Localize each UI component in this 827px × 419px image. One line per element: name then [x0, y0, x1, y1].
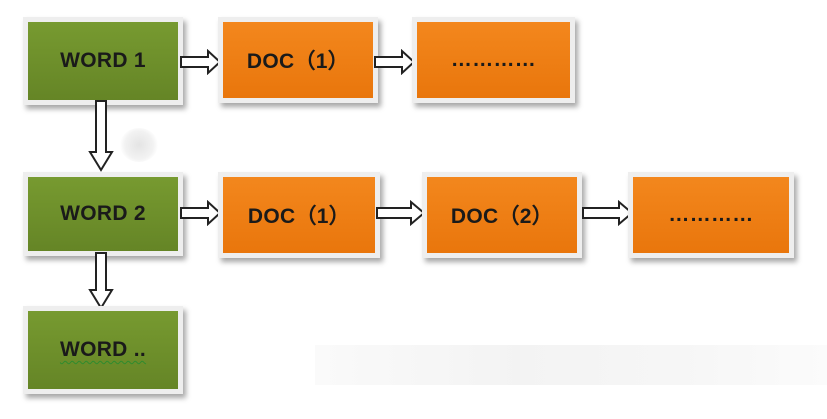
- doc-row2-1-label: DOC（1）: [247, 205, 351, 228]
- doc-box-row2-more: …………: [628, 172, 794, 258]
- arrow-right-icon: [180, 200, 222, 226]
- doc-row1-1-label: DOC（1）: [246, 50, 350, 73]
- arrow-down-icon: [88, 100, 114, 172]
- arrow-right-icon: [180, 49, 222, 75]
- background-smudge: [120, 128, 158, 162]
- word-box-more: WORD ..: [23, 306, 183, 394]
- doc-row2-more-label: …………: [668, 203, 754, 226]
- doc-box-row2-2: DOC（2）: [422, 172, 582, 258]
- doc-row1-more-label: …………: [450, 48, 537, 71]
- background-fade-band: [315, 345, 827, 385]
- doc-box-row2-1: DOC（1）: [218, 172, 380, 258]
- arrow-right-icon: [376, 200, 426, 226]
- doc-box-row1-1: DOC（1）: [218, 17, 378, 103]
- arrow-right-icon: [582, 200, 634, 226]
- word-1-label: WORD 1: [60, 49, 146, 72]
- word-2-label: WORD 2: [60, 202, 146, 225]
- arrow-right-icon: [374, 49, 416, 75]
- arrow-down-icon: [88, 252, 114, 310]
- doc-row2-2-label: DOC（2）: [450, 205, 554, 228]
- doc-box-row1-more: …………: [412, 17, 575, 103]
- word-box-2: WORD 2: [23, 172, 183, 256]
- word-more-label: WORD ..: [59, 338, 147, 361]
- word-box-1: WORD 1: [23, 17, 183, 105]
